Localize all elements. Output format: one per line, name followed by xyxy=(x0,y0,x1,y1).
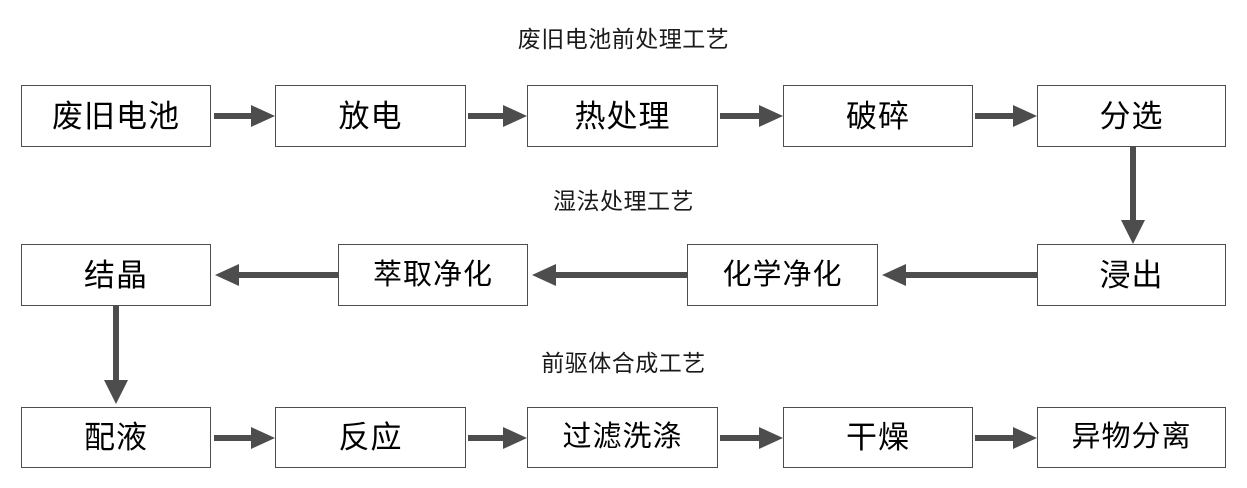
arrow-crystallization-to-solution-preparation xyxy=(104,306,128,404)
node-foreign-matter-separation[interactable]: 异物分离 xyxy=(1037,407,1226,468)
arrow-waste-battery-to-discharge xyxy=(214,105,275,127)
arrow-heat-treatment-to-crushing xyxy=(720,105,783,127)
node-waste-battery[interactable]: 废旧电池 xyxy=(21,85,211,147)
arrow-discharge-to-heat-treatment xyxy=(468,105,527,127)
node-discharge[interactable]: 放电 xyxy=(275,85,466,147)
arrow-extraction-purification-to-crystallization xyxy=(215,264,338,286)
arrow-reaction-to-filtration-washing xyxy=(468,427,527,449)
node-drying[interactable]: 干燥 xyxy=(783,407,973,468)
node-chemical-purification[interactable]: 化学净化 xyxy=(687,244,878,306)
node-crystallization[interactable]: 结晶 xyxy=(21,244,211,306)
node-sorting[interactable]: 分选 xyxy=(1037,85,1226,147)
node-filtration-washing[interactable]: 过滤洗涤 xyxy=(527,407,718,468)
node-reaction[interactable]: 反应 xyxy=(275,407,466,468)
section-title-hydrometallurgy: 湿法处理工艺 xyxy=(553,189,694,214)
node-crushing[interactable]: 破碎 xyxy=(783,85,973,147)
arrow-chemical-purification-to-extraction-purification xyxy=(532,264,687,286)
node-extraction-purification[interactable]: 萃取净化 xyxy=(338,244,528,306)
arrow-solution-preparation-to-reaction xyxy=(214,427,275,449)
arrow-crushing-to-sorting xyxy=(975,105,1037,127)
arrow-leaching-to-chemical-purification xyxy=(882,264,1037,286)
arrow-sorting-to-leaching xyxy=(1121,147,1145,244)
node-heat-treatment[interactable]: 热处理 xyxy=(527,85,718,147)
node-leaching[interactable]: 浸出 xyxy=(1037,244,1226,306)
arrow-filtration-washing-to-drying xyxy=(720,427,783,449)
node-solution-preparation[interactable]: 配液 xyxy=(21,407,211,468)
section-title-precursor: 前驱体合成工艺 xyxy=(541,351,706,376)
section-title-pretreatment: 废旧电池前处理工艺 xyxy=(517,27,730,52)
arrow-drying-to-foreign-matter-separation xyxy=(975,427,1037,449)
